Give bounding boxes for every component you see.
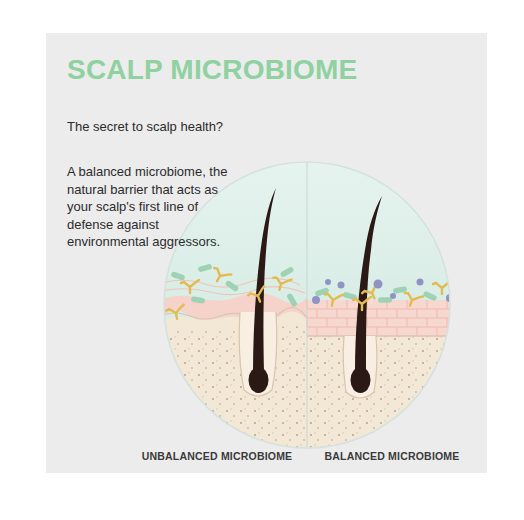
bacterium — [314, 287, 329, 297]
panel-label: UNBALANCED MICROBIOME — [142, 450, 293, 462]
bacterium — [170, 271, 185, 281]
fungus — [166, 305, 186, 321]
fungus — [353, 297, 371, 310]
brick-line — [307, 336, 460, 337]
brick-line — [317, 327, 318, 336]
brick-line — [447, 300, 448, 309]
skin-contour — [307, 335, 460, 336]
fungus — [181, 280, 199, 293]
brick-line — [317, 309, 318, 318]
brick-line — [347, 300, 348, 309]
divider — [307, 162, 308, 448]
bacterium — [225, 280, 240, 293]
brick-line — [417, 309, 418, 318]
hair-shaft — [355, 196, 382, 372]
coccus — [390, 293, 396, 299]
coccus — [374, 280, 383, 289]
brick-line — [407, 300, 408, 309]
fungus — [209, 265, 231, 285]
brick-line — [397, 309, 398, 318]
brick-line — [427, 318, 428, 327]
brick-line — [437, 327, 438, 336]
coccus — [325, 279, 331, 285]
brick-line — [387, 318, 388, 327]
skin-contour — [160, 308, 307, 321]
bacterium — [280, 266, 295, 278]
brick-line — [337, 327, 338, 336]
fungus — [323, 292, 343, 308]
brick-line — [407, 318, 408, 327]
title: SCALP MICROBIOME — [67, 54, 357, 86]
skin-edge — [160, 312, 307, 330]
hair-bulb — [351, 367, 371, 393]
dermis — [160, 320, 460, 460]
fungus — [247, 286, 268, 304]
skin-section — [160, 160, 460, 460]
brick-line — [447, 318, 448, 327]
brick-line — [417, 327, 418, 336]
brick-line — [437, 309, 438, 318]
bacterium — [198, 263, 213, 272]
dermis-texture — [160, 320, 460, 460]
description: A balanced microbiome, the natural barri… — [67, 163, 239, 251]
brick-line — [427, 300, 428, 309]
hair-bulb — [249, 367, 269, 393]
brick-line — [327, 300, 328, 309]
section-outline — [164, 162, 450, 448]
brick-line — [337, 309, 338, 318]
brick-line — [327, 318, 328, 327]
hair-shaft — [253, 188, 276, 372]
fungus — [401, 290, 422, 308]
brick-line — [397, 327, 398, 336]
brick-line — [457, 309, 458, 318]
panel-label: BALANCED MICROBIOME — [324, 450, 459, 462]
brick-line — [367, 318, 368, 327]
coccus — [338, 282, 345, 289]
coccus — [312, 296, 320, 304]
bacterium — [191, 296, 206, 304]
air — [160, 160, 460, 460]
brick-lines — [307, 300, 460, 336]
brick-line — [457, 327, 458, 336]
fungus — [271, 275, 292, 292]
bacterium — [286, 293, 298, 308]
brick-line — [347, 318, 348, 327]
tagline: The secret to scalp health? — [67, 119, 223, 134]
balanced-barrier — [307, 300, 460, 336]
bacterium — [422, 291, 437, 302]
microbes — [166, 263, 454, 320]
brick-line — [377, 327, 378, 336]
card — [46, 33, 487, 473]
coccus — [417, 279, 424, 286]
brick-line — [377, 309, 378, 318]
bacterium — [378, 297, 392, 303]
